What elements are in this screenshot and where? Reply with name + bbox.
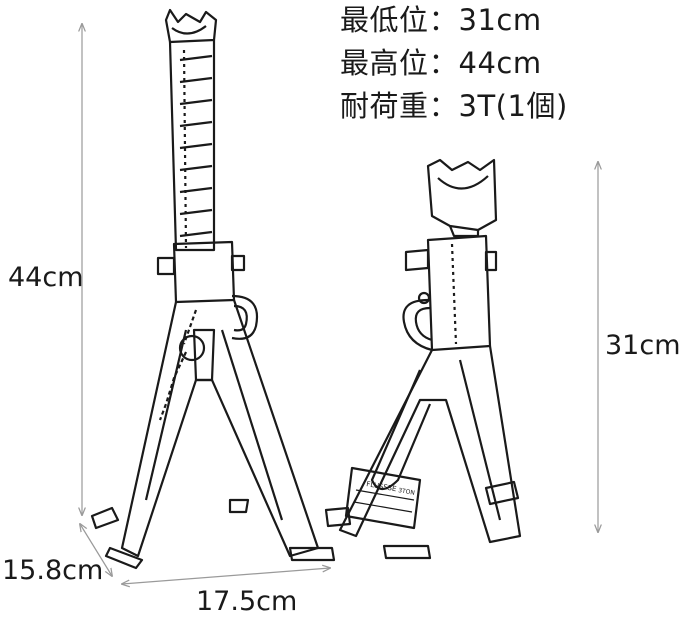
spec-separator: ：	[428, 3, 459, 37]
spec-value-load: 3T(1個)	[458, 89, 568, 123]
dimension-lines	[80, 24, 598, 584]
spec-value-max: 44cm	[458, 46, 542, 80]
spec-line-min: 最低位：31cm	[340, 2, 542, 38]
dimension-max-height: 44cm	[8, 262, 84, 293]
spec-label-min: 最低位	[340, 3, 429, 37]
spec-separator: ：	[428, 46, 459, 80]
spec-value-min: 31cm	[458, 3, 542, 37]
product-label-brand: FLUSSSE	[366, 480, 397, 493]
dimension-line-width	[122, 568, 330, 584]
spec-label-max: 最高位	[340, 46, 429, 80]
spec-label-load: 耐荷重	[340, 89, 429, 123]
dimension-min-height: 31cm	[605, 330, 679, 361]
spec-line-load: 耐荷重：3T(1個)	[340, 88, 568, 124]
jack-stand-extended	[90, 8, 336, 570]
spec-separator: ：	[428, 89, 459, 123]
spec-line-max: 最高位：44cm	[340, 45, 542, 81]
jack-stand-lowered	[324, 158, 522, 560]
dimension-width: 17.5cm	[196, 586, 298, 617]
product-label-model: 3TON	[398, 487, 416, 497]
product-label-plate	[344, 466, 422, 530]
dimension-line-depth	[80, 524, 112, 576]
